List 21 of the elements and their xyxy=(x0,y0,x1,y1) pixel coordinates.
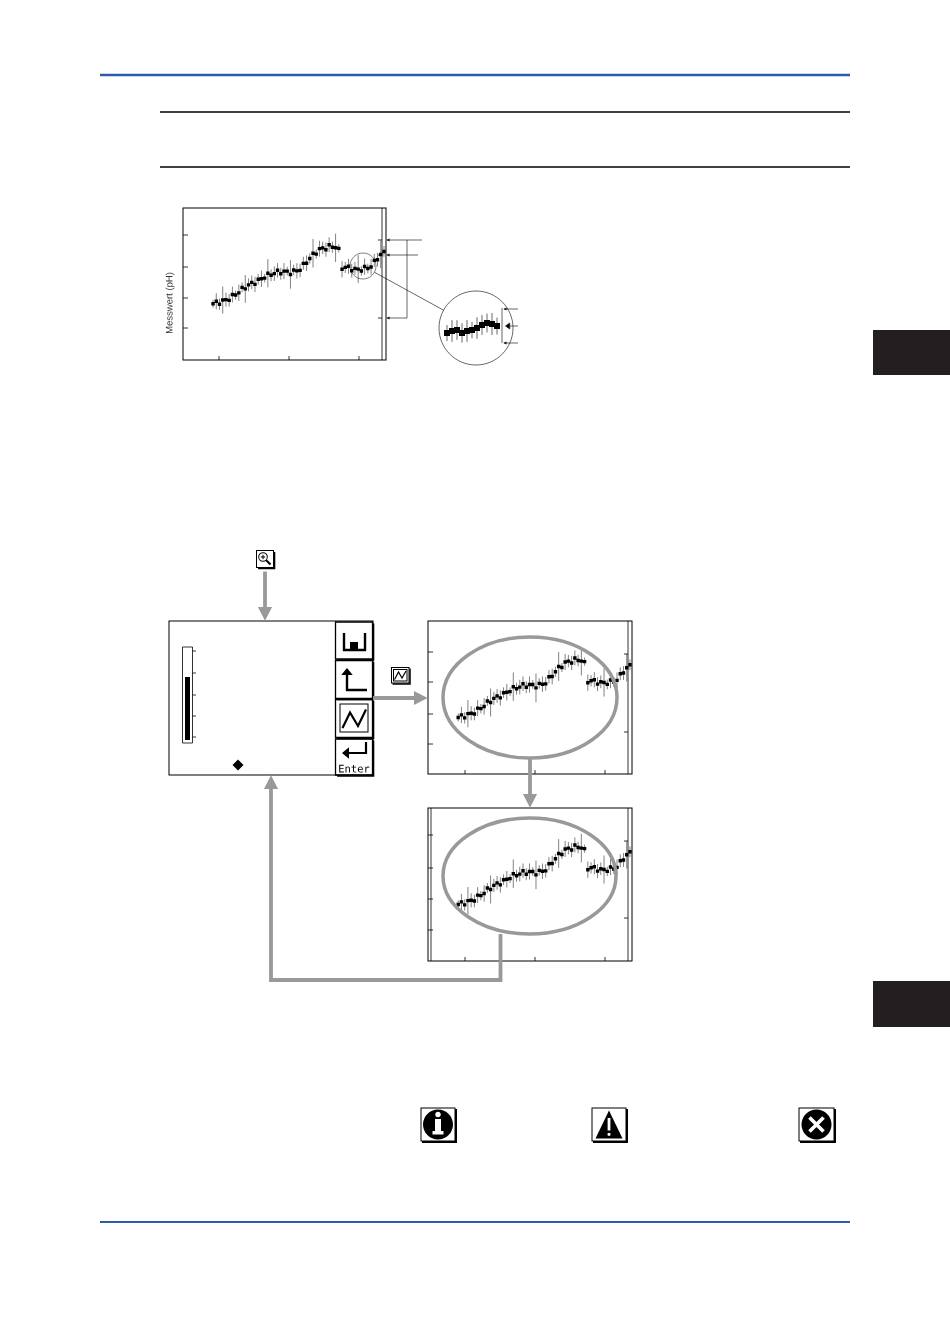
enter-button: Enter xyxy=(334,738,375,777)
button xyxy=(334,659,375,701)
leader-arrow xyxy=(503,341,519,345)
highlight-ellipse xyxy=(441,816,618,936)
leader-arrow xyxy=(386,253,419,257)
leader-arrow xyxy=(505,322,519,330)
magnified-circle xyxy=(438,290,514,366)
highlight-circle xyxy=(349,252,377,280)
leader-arrow xyxy=(503,307,519,311)
zoom-icon xyxy=(256,550,276,570)
axis-label: Messwert (pH) xyxy=(165,272,175,334)
trend-chart xyxy=(427,807,633,962)
leader-arrow xyxy=(386,238,423,242)
connector-line xyxy=(374,271,444,311)
button xyxy=(334,621,375,661)
trend-chart xyxy=(427,620,633,775)
screen-panel xyxy=(168,620,374,776)
button xyxy=(334,698,375,740)
highlight-ellipse xyxy=(441,635,619,760)
line-chart xyxy=(182,207,387,361)
leader-arrow xyxy=(386,316,408,320)
